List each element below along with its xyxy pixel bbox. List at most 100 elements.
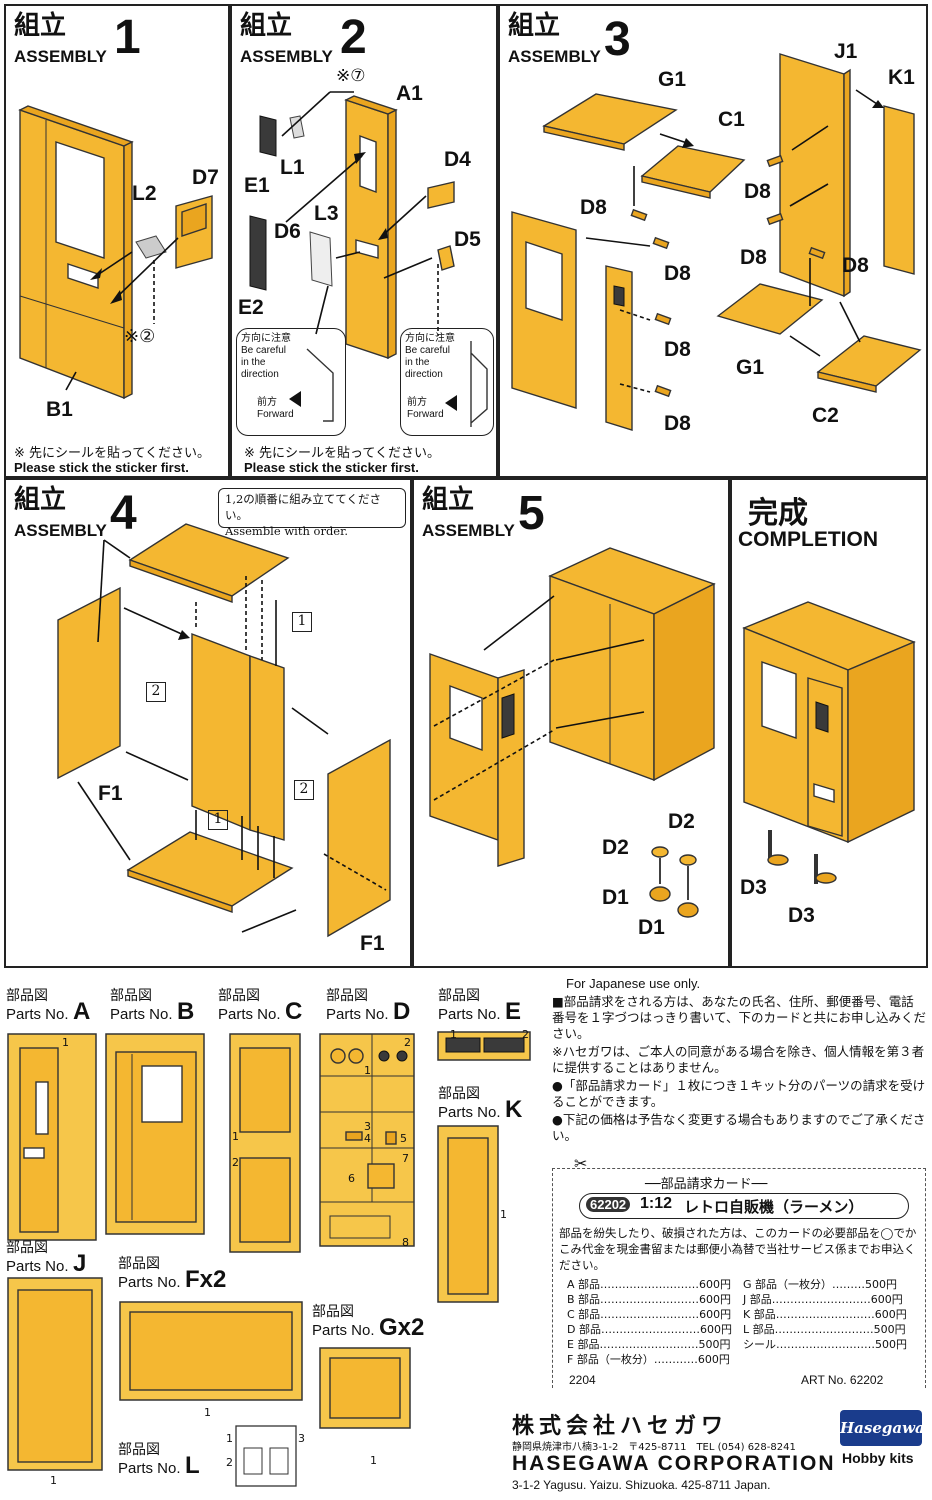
step-number: 2: [340, 11, 367, 64]
order-card-title: ──部品請求カード──: [645, 1177, 768, 1192]
order-note-ja: 1,2の順番に組み立ててください。: [225, 492, 381, 522]
part-label-l3: L3: [314, 202, 339, 225]
runner-number: 5: [400, 1132, 407, 1145]
runner-number: 1: [450, 1028, 457, 1041]
order-marker-2: 2: [294, 780, 314, 800]
runner-number: 3: [298, 1432, 305, 1445]
sticker-note-ja: ※ 先にシールを貼ってください。: [14, 446, 210, 461]
completion-title-ja: 完成: [748, 496, 808, 531]
price-change-note: ●下記の価格は予告なく変更する場合もありますのでご了承ください。: [552, 1112, 926, 1143]
step-title-ja: 組立: [14, 485, 67, 515]
runner-number: 7: [402, 1152, 409, 1165]
card-code: 2204: [569, 1373, 596, 1387]
kit-scale: 1:12: [640, 1195, 673, 1212]
runner-number: 4: [364, 1132, 371, 1145]
assembly-step-1-panel: 組立 ASSEMBLY 1 L2 D7 ※② B1 ※ 先にシールを貼ってくださ…: [4, 4, 230, 478]
runner-number: 2: [522, 1028, 529, 1041]
company-address-ja: 静岡県焼津市八楠3-1-2 〒425-8711 TEL (054) 628-82…: [512, 1442, 796, 1453]
hobby-kits-label: Hobby kits: [842, 1450, 914, 1466]
order-marker-1: 1: [208, 810, 228, 830]
order-note-box: 1,2の順番に組み立ててください。 Assemble with order.: [218, 488, 406, 538]
step-title-ja: 組立: [422, 485, 475, 515]
step-number: 4: [110, 487, 137, 540]
runner-number: 1: [62, 1036, 69, 1049]
direction-callout-right: 方向に注意 Be careful in the direction 前方 For…: [400, 328, 494, 436]
part-label-l1: L1: [280, 156, 305, 179]
runner-number: 1: [226, 1432, 233, 1445]
part-label-d2: D2: [602, 836, 629, 859]
part-label-l2: L2: [132, 182, 157, 205]
part-label-g1-top: G1: [658, 68, 687, 91]
info-section: For Japanese use only. ■部品請求をされる方は、あなたの氏…: [512, 974, 928, 1500]
part-label-f1: F1: [98, 782, 123, 805]
part-label-c1: C1: [718, 108, 745, 131]
part-label-d7: D7: [192, 166, 219, 189]
part-label-d8: D8: [580, 196, 607, 219]
runner-number: 1: [370, 1454, 377, 1467]
part-label-e2: E2: [238, 296, 264, 319]
assembly-step-4-panel: 組立 ASSEMBLY 4 1,2の順番に組み立ててください。 Assemble…: [4, 478, 412, 968]
step-title-en: ASSEMBLY: [422, 521, 515, 540]
direction-callout-left: 方向に注意 Be careful in the direction 前方 For…: [236, 328, 346, 436]
order-note-en: Assemble with order.: [225, 524, 349, 538]
runner-number: 1: [204, 1406, 211, 1419]
privacy-note: ※ハセガワは、ご本人の同意がある場合を除き、個人情報を第３者に提供することはあり…: [552, 1044, 925, 1075]
part-label-d8: D8: [740, 246, 767, 269]
part-label-c2: C2: [812, 404, 839, 427]
step-title-ja: 組立: [508, 11, 561, 41]
runner-number: 6: [348, 1172, 355, 1185]
part-label-d8: D8: [842, 254, 869, 277]
assembly-4-diagram: [57, 523, 391, 938]
company-address-en: 3-1-2 Yagusu. Yaizu. Shizuoka. 425-8711 …: [512, 1478, 771, 1492]
part-label-d8: D8: [664, 262, 691, 285]
part-label-g1-bottom: G1: [736, 356, 765, 379]
part-label-f1: F1: [360, 932, 385, 955]
assembly-step-5-panel: 組立 ASSEMBLY 5 D2 D2 D1 D1: [412, 478, 730, 968]
step-title-en: ASSEMBLY: [240, 47, 333, 66]
step-number: 5: [518, 487, 545, 540]
runner-number: 1: [50, 1474, 57, 1487]
sticker-note-ja: ※ 先にシールを貼ってください。: [244, 446, 440, 461]
order-instructions: ■部品請求をされる方は、あなたの氏名、住所、郵便番号、電話番号を１字づつはっきり…: [552, 994, 927, 1041]
sticker-note-en: Please stick the sticker first.: [244, 460, 419, 475]
kit-name: レトロ自販機（ラーメン）: [684, 1198, 864, 1216]
order-card-text: 部品を紛失したり、破損された方は、このカードの必要部品を◯でかこみ代金を現金書留…: [559, 1226, 917, 1272]
parts-sprue-diagrams: [7, 1031, 531, 1487]
part-label-d4: D4: [444, 148, 471, 171]
part-label-d8: D8: [664, 412, 691, 435]
sticker-note-2: ※②: [124, 326, 156, 346]
runner-number: 1: [232, 1130, 239, 1143]
step-title-en: ASSEMBLY: [508, 47, 601, 66]
runner-number: 1: [500, 1208, 507, 1221]
sticker-note-en: Please stick the sticker first.: [14, 460, 189, 475]
step-title-ja: 組立: [240, 11, 293, 41]
company-name-en: HASEGAWA CORPORATION: [512, 1452, 836, 1475]
art-number: ART No. 62202: [801, 1373, 884, 1387]
step-title-en: ASSEMBLY: [14, 521, 107, 540]
part-label-d1: D1: [638, 916, 665, 939]
assembly-step-3-panel: 組立 ASSEMBLY 3: [498, 4, 928, 478]
part-label-b1: B1: [46, 398, 73, 421]
completion-panel: 完成 COMPLETION D3 D3: [730, 478, 928, 968]
part-label-d8: D8: [744, 180, 771, 203]
hasegawa-logo: Hasegawa: [840, 1410, 925, 1446]
sticker-note-7: ※⑦: [336, 66, 366, 85]
card-per-kit-note: ●「部品請求カード」１枚につき１キット分のパーツの請求を受けることができます。: [552, 1078, 926, 1109]
step-number: 1: [114, 11, 141, 64]
part-label-d3: D3: [788, 904, 815, 927]
part-label-d3: D3: [740, 876, 767, 899]
price-list-right: G 部品（一枚分）………500円 J 部品………………………600円 K 部品……: [743, 1278, 907, 1351]
completed-machine-diagram: [742, 601, 916, 884]
order-marker-1: 1: [292, 612, 312, 632]
